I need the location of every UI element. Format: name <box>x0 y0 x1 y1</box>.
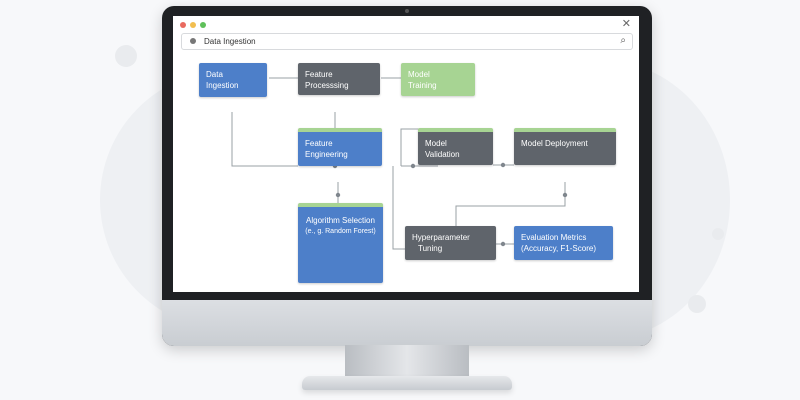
connector-dot <box>410 163 416 169</box>
data-ingestion-node[interactable]: Data Ingestion <box>199 63 267 97</box>
node-label: Model Deployment <box>521 139 588 148</box>
workflow-canvas: Data Ingestion Feature Processsing Model… <box>173 50 639 292</box>
evaluation-metrics-node[interactable]: Evaluation Metrics (Accuracy, F1-Score) <box>514 226 613 260</box>
search-icon[interactable]: ⌕ <box>620 35 626 46</box>
address-bar[interactable]: Data Ingestion ⌕ <box>181 33 633 50</box>
background-dot <box>712 228 724 240</box>
model-deployment-node[interactable]: Model Deployment <box>514 128 616 165</box>
screen: ✕ Data Ingestion ⌕ <box>173 16 639 292</box>
connector-dot <box>335 192 341 198</box>
model-training-node[interactable]: Model Training <box>401 63 475 96</box>
node-label: Engineering <box>305 150 348 159</box>
connector-dot <box>562 192 568 198</box>
camera-icon <box>405 9 409 13</box>
close-window-icon[interactable] <box>180 22 186 28</box>
model-validation-node[interactable]: Model Validation <box>418 128 493 165</box>
node-label: Tuning <box>418 244 443 253</box>
monitor-stand-base <box>302 376 512 390</box>
monitor-stand-neck <box>345 345 469 379</box>
node-label: (Accuracy, F1-Score) <box>521 244 596 253</box>
node-label: Data <box>206 70 223 79</box>
address-text: Data Ingestion <box>204 37 256 46</box>
node-label: (e., g. Random Forest) <box>305 228 376 235</box>
connector-line <box>455 182 566 226</box>
connector-dot <box>500 241 506 247</box>
feature-engineering-node[interactable]: Feature Engineering <box>298 128 382 166</box>
hyperparameter-tuning-node[interactable]: Hyperparameter Tuning <box>405 226 496 260</box>
node-label: Validation <box>425 150 460 159</box>
background-dot <box>688 295 706 313</box>
node-label: Model <box>425 139 447 148</box>
node-label: Feature <box>305 139 333 148</box>
window-titlebar: ✕ <box>173 16 639 32</box>
node-label: Feature <box>305 70 333 79</box>
node-label: Training <box>408 81 437 90</box>
monitor-chin <box>162 300 652 346</box>
feature-processing-node[interactable]: Feature Processsing <box>298 63 380 95</box>
connector-line <box>231 112 298 167</box>
connector-dot <box>500 162 506 168</box>
background-dot <box>115 45 137 67</box>
maximize-window-icon[interactable] <box>200 22 206 28</box>
algorithm-selection-node[interactable]: Algorithm Selection (e., g. Random Fores… <box>298 203 383 283</box>
node-label: Processsing <box>305 81 349 90</box>
node-label: Algorithm Selection <box>306 216 375 225</box>
node-label: Hyperparameter <box>412 233 470 242</box>
node-label: Ingestion <box>206 81 239 90</box>
node-label: Evaluation Metrics <box>521 233 587 242</box>
close-icon[interactable]: ✕ <box>621 18 631 30</box>
minimize-window-icon[interactable] <box>190 22 196 28</box>
connector-line <box>392 166 405 250</box>
node-label: Model <box>408 70 430 79</box>
site-icon <box>190 38 196 44</box>
